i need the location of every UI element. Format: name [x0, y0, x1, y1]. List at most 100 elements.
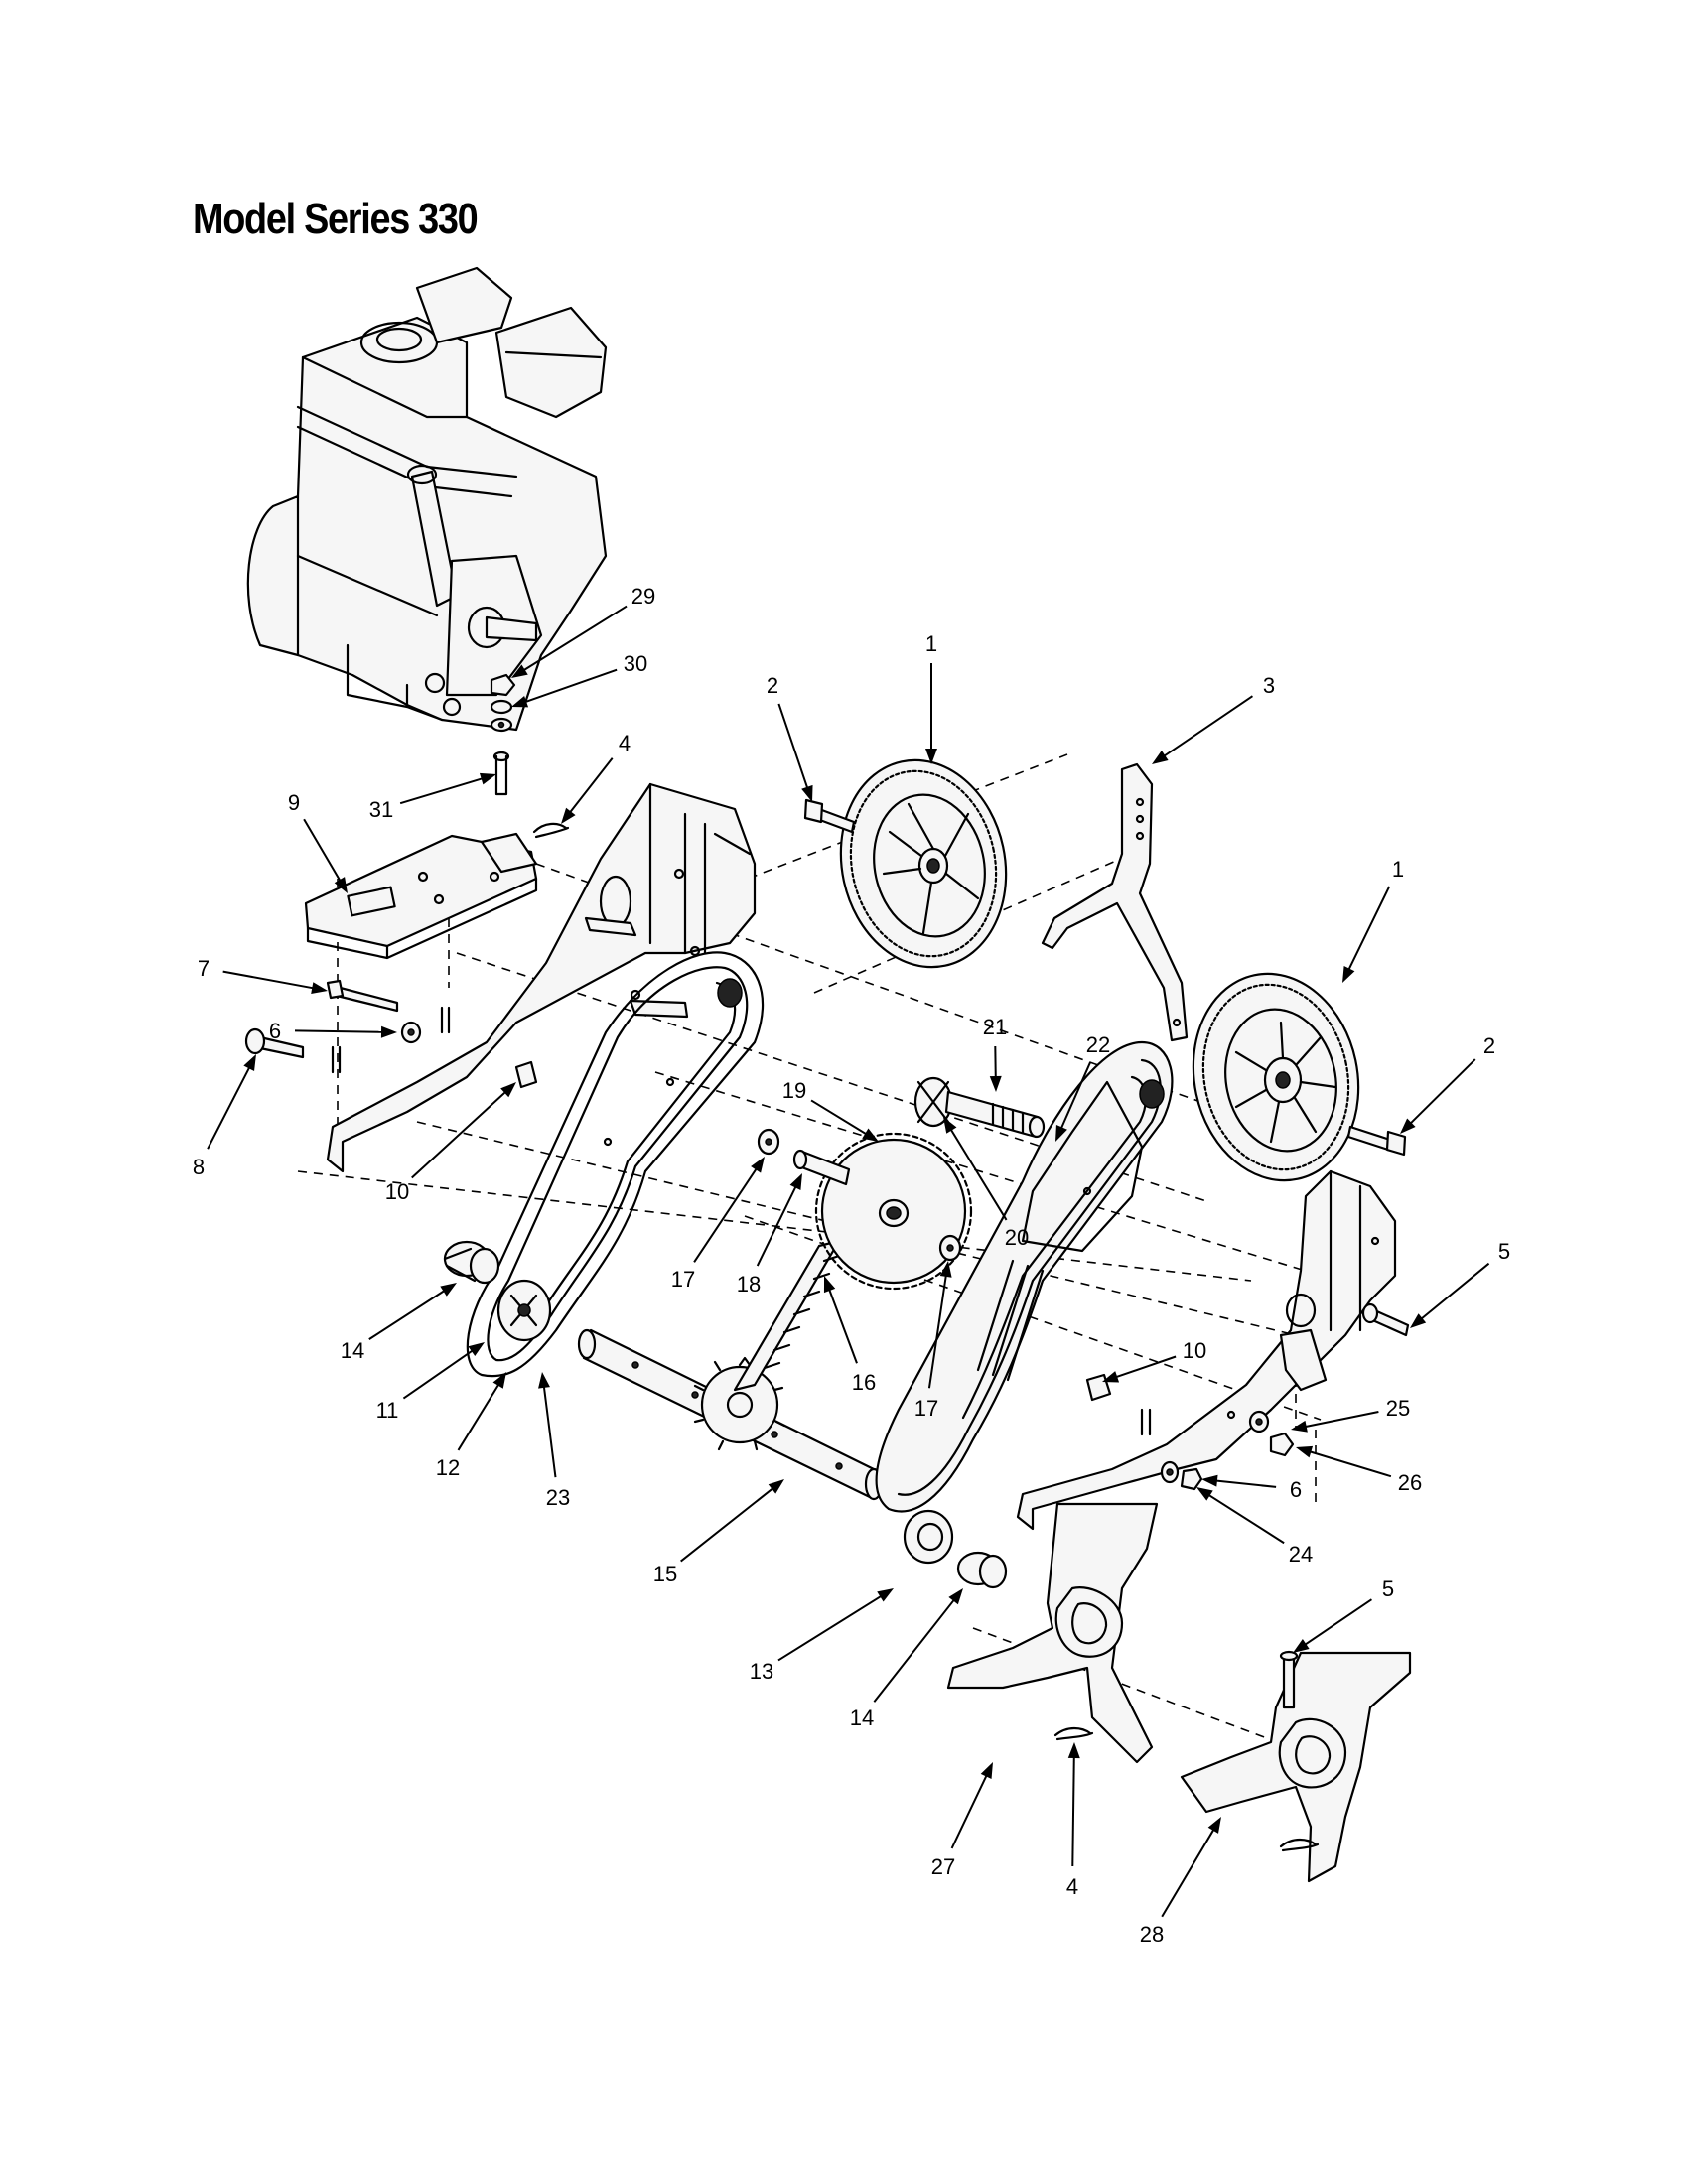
clevis-pin: [1279, 1650, 1299, 1709]
callout-arrowhead: [768, 1479, 784, 1494]
wheel-bracket: [1041, 762, 1189, 1042]
clevis-pin: [1361, 1302, 1410, 1337]
callout-arrowhead: [789, 1173, 802, 1191]
callout-arrowhead: [943, 1117, 957, 1134]
callout-leader: [1307, 1449, 1392, 1478]
callout-number: 1: [925, 631, 937, 656]
chain-case-belt-left: [466, 951, 765, 1378]
callout-leader: [948, 1126, 1008, 1221]
callout-arrowhead: [1207, 1817, 1221, 1834]
callout-number: 29: [632, 584, 655, 609]
callout-number: 21: [983, 1015, 1007, 1039]
chain-case-half-right: [875, 1040, 1174, 1565]
carriage-bolt: [244, 1027, 305, 1059]
callout-number: 17: [671, 1267, 695, 1292]
callout-leader: [1161, 1826, 1216, 1918]
wheel: [839, 758, 1008, 969]
callout-arrowhead: [862, 1128, 879, 1142]
callout-number: 4: [619, 731, 631, 755]
callout-leader: [399, 776, 486, 805]
callout-leader: [1418, 1262, 1490, 1322]
wheel-bolt: [803, 798, 856, 834]
frame-pin: [1140, 1408, 1152, 1436]
callout-number: 15: [653, 1562, 677, 1586]
callout-number: 17: [914, 1396, 938, 1421]
callout-number: 25: [1386, 1396, 1410, 1421]
tine-left: [946, 1502, 1159, 1764]
callout-number: 10: [385, 1179, 409, 1204]
callout-number: 26: [1398, 1470, 1422, 1495]
callout-number: 5: [1498, 1239, 1510, 1264]
lock-nut: [1180, 1467, 1203, 1491]
washer: [1160, 1460, 1180, 1484]
callout-leader: [693, 1165, 760, 1263]
callout-leader: [1302, 1411, 1379, 1429]
callout-leader: [1205, 1492, 1285, 1545]
callout-number: 9: [288, 790, 300, 815]
callout-number: 13: [750, 1659, 773, 1684]
chain-case-frame-right: [1016, 1169, 1397, 1531]
callout-leader: [810, 1099, 870, 1137]
callout-leader: [827, 1286, 858, 1364]
callout-arrowhead: [948, 1588, 963, 1605]
callout-arrowhead: [1055, 1124, 1067, 1142]
callout-arrowhead: [1201, 1474, 1218, 1487]
callout-leader: [520, 605, 628, 673]
callout-leader: [411, 1089, 508, 1179]
hairpin-clip: [1279, 1838, 1320, 1852]
callout-leader: [207, 1064, 252, 1150]
callout-number: 16: [852, 1370, 876, 1395]
callout-number: 6: [269, 1019, 281, 1043]
callout-number: 30: [624, 651, 647, 676]
callout-leader: [457, 1381, 501, 1451]
callout-arrowhead: [538, 1372, 550, 1389]
callout-arrowhead: [561, 807, 576, 824]
callout-number: 27: [931, 1854, 955, 1879]
callout-arrowhead: [1067, 1742, 1080, 1759]
callout-arrowhead: [1102, 1371, 1120, 1383]
bearing: [443, 1240, 500, 1285]
callout-number: 2: [1483, 1033, 1495, 1058]
callout-leader: [222, 970, 317, 990]
engine-fasteners: [490, 673, 516, 796]
input-shaft: [792, 1149, 851, 1186]
callout-arrowhead: [511, 696, 529, 708]
callout-leader: [1161, 695, 1254, 759]
mounting-plate: [304, 832, 538, 960]
callout-arrowhead: [877, 1588, 894, 1602]
callout-arrowhead: [1400, 1118, 1416, 1134]
input-shaft: [944, 1090, 1046, 1139]
callout-arrowhead: [823, 1276, 836, 1294]
callout-arrowhead: [334, 877, 348, 893]
callout-arrowhead: [500, 1082, 516, 1098]
callout-arrowhead: [479, 772, 496, 785]
callout-number: 12: [436, 1455, 460, 1480]
chain-case-half-left: [326, 782, 757, 1173]
small-sprocket: [913, 1076, 953, 1128]
callout-arrowhead: [1410, 1313, 1427, 1328]
roller-chain: [733, 1239, 841, 1392]
callout-number: 6: [1290, 1477, 1302, 1502]
callout-leader: [1058, 1061, 1091, 1132]
callout-arrowhead: [989, 1075, 1002, 1092]
callout-number: 31: [369, 797, 393, 822]
callout-number: 22: [1086, 1032, 1110, 1057]
callout-number: 7: [198, 956, 210, 981]
callout-arrowhead: [440, 1283, 457, 1297]
callout-leader: [294, 1029, 386, 1033]
callout-arrowhead: [751, 1157, 765, 1173]
callout-leader: [303, 818, 343, 885]
callout-arrowhead: [939, 1261, 952, 1278]
callout-leader: [1302, 1598, 1372, 1648]
hairpin-clip: [1053, 1726, 1094, 1741]
callout-leader: [777, 703, 810, 791]
callout-leader: [950, 1772, 989, 1849]
callout-number: 20: [1005, 1225, 1029, 1250]
callout-number: 14: [341, 1338, 364, 1363]
callout-number: 4: [1066, 1874, 1078, 1899]
lock-nut: [1269, 1432, 1295, 1457]
callout-leader: [402, 1348, 476, 1400]
callout-leader: [927, 1272, 948, 1389]
callout-leader: [1407, 1058, 1476, 1127]
